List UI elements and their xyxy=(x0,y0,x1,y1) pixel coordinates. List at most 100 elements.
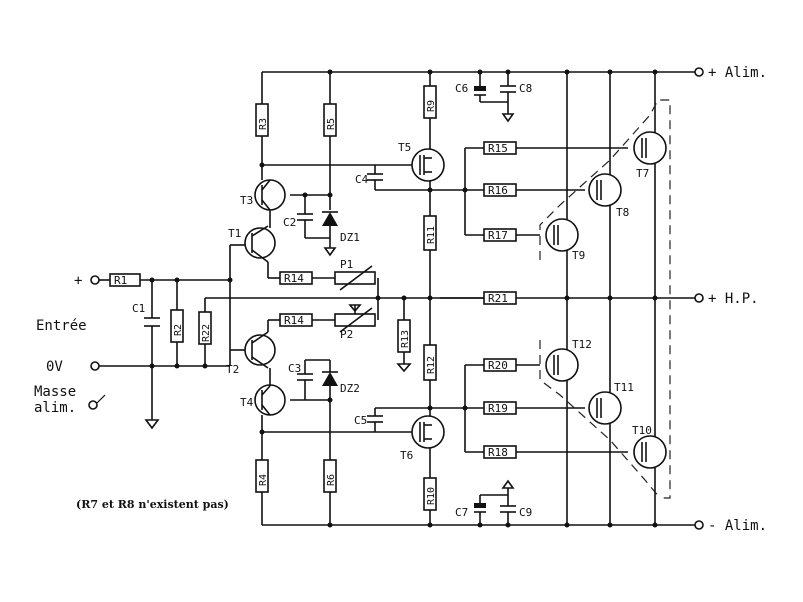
t1-transistor xyxy=(244,227,276,259)
junction-dots xyxy=(149,69,658,528)
r17-resistor xyxy=(483,228,517,242)
t5-transistor xyxy=(411,148,445,182)
dz1-zener xyxy=(322,212,338,226)
c2-capacitor xyxy=(297,195,330,239)
pos-supply-label: + Alim. xyxy=(708,65,767,81)
r2-label: R2 xyxy=(173,324,184,336)
r3-resistor xyxy=(255,103,269,137)
r14-bottom-label: R14 xyxy=(284,314,304,327)
stage1-wires xyxy=(261,72,385,525)
r18-resistor xyxy=(483,445,517,459)
footnote: (R7 et R8 n'existent pas) xyxy=(76,498,229,511)
r13-resistor xyxy=(397,319,411,353)
alim-label: alim. xyxy=(34,400,76,416)
neg-supply-terminal[interactable] xyxy=(694,520,704,530)
r14-top-label: R14 xyxy=(284,272,304,285)
t1-label: T1 xyxy=(228,227,241,240)
t9-transistor xyxy=(545,218,579,252)
c1-capacitor xyxy=(144,317,160,327)
thermal-coupling-dashes xyxy=(539,99,671,499)
r19-label: R19 xyxy=(488,402,508,415)
r5-resistor xyxy=(323,103,337,137)
gate-wires xyxy=(440,147,628,453)
c2-label: C2 xyxy=(283,216,296,229)
dz1-ground-symbol xyxy=(323,247,337,257)
hp-out-label: + H.P. xyxy=(708,291,759,307)
r6-label: R6 xyxy=(326,474,337,486)
t8-label: T8 xyxy=(616,206,629,219)
t4-transistor xyxy=(254,384,286,416)
c3-capacitor xyxy=(297,359,330,400)
t7-transistor xyxy=(633,131,667,165)
plus-input-label: + xyxy=(74,273,82,289)
r11-resistor xyxy=(423,215,437,251)
r1-resistor xyxy=(109,273,141,287)
t6-label: T6 xyxy=(400,449,413,462)
r15-label: R15 xyxy=(488,142,508,155)
r1-label: R1 xyxy=(114,274,127,287)
t11-transistor xyxy=(588,391,622,425)
t4-label: T4 xyxy=(240,396,254,409)
p2-label: P2 xyxy=(340,328,353,341)
c6-label: C6 xyxy=(455,82,468,95)
r3-label: R3 xyxy=(258,118,269,130)
r19-resistor xyxy=(483,401,517,415)
t11-label: T11 xyxy=(614,381,634,394)
plus-input-terminal[interactable] xyxy=(90,275,100,285)
r13-ground-symbol xyxy=(396,363,412,373)
r22-resistor xyxy=(198,311,212,345)
entree-label: Entrée xyxy=(36,318,87,334)
dz2-label: DZ2 xyxy=(340,382,360,395)
r21-label: R21 xyxy=(488,292,508,305)
t5-label: T5 xyxy=(398,141,411,154)
r16-resistor xyxy=(483,183,517,197)
r4-resistor xyxy=(255,459,269,493)
r20-resistor xyxy=(483,358,517,372)
r14-top-resistor xyxy=(279,271,313,285)
r6-resistor xyxy=(323,459,337,493)
zero-v-terminal[interactable] xyxy=(90,361,100,371)
r4-label: R4 xyxy=(258,474,269,486)
t3-label: T3 xyxy=(240,194,253,207)
pos-supply-terminal[interactable] xyxy=(694,67,704,77)
r12-resistor xyxy=(423,344,437,381)
r17-label: R17 xyxy=(488,229,508,242)
masse-label: Masse xyxy=(34,384,76,400)
r2-resistor xyxy=(170,309,184,343)
r20-label: R20 xyxy=(488,359,508,372)
dz1-label: DZ1 xyxy=(340,231,360,244)
neg-supply-label: - Alim. xyxy=(708,518,767,534)
c9-label: C9 xyxy=(519,506,532,519)
t3-transistor xyxy=(254,179,286,211)
r12-label: R12 xyxy=(426,356,437,374)
input-ground-symbol xyxy=(144,419,160,430)
t7-label: T7 xyxy=(636,167,649,180)
t10-label: T10 xyxy=(632,424,652,437)
c5-capacitor xyxy=(367,415,383,423)
r10-resistor xyxy=(423,477,437,511)
c6-c8-capacitors xyxy=(474,72,516,123)
dz2-zener xyxy=(322,372,338,386)
r18-label: R18 xyxy=(488,446,508,459)
p1-label: P1 xyxy=(340,258,353,271)
r11-label: R11 xyxy=(426,226,437,244)
c7-c9-capacitors xyxy=(474,479,516,525)
c7-label: C7 xyxy=(455,506,468,519)
r21-resistor xyxy=(483,291,517,305)
t10-transistor xyxy=(633,435,667,469)
r13-label: R13 xyxy=(400,330,411,348)
c4-capacitor xyxy=(367,173,383,181)
t12-label: T12 xyxy=(572,338,592,351)
input-wires xyxy=(96,279,230,420)
c5-label: C5 xyxy=(354,414,367,427)
r14-bottom-resistor xyxy=(279,313,313,327)
masse-terminal[interactable] xyxy=(88,400,98,410)
r10-label: R10 xyxy=(426,487,437,505)
r9-label: R9 xyxy=(426,100,437,112)
t12-transistor xyxy=(545,348,579,382)
r16-label: R16 xyxy=(488,184,508,197)
hp-out-terminal[interactable] xyxy=(694,293,704,303)
c1-label: C1 xyxy=(132,302,145,315)
r15-resistor xyxy=(483,141,517,155)
